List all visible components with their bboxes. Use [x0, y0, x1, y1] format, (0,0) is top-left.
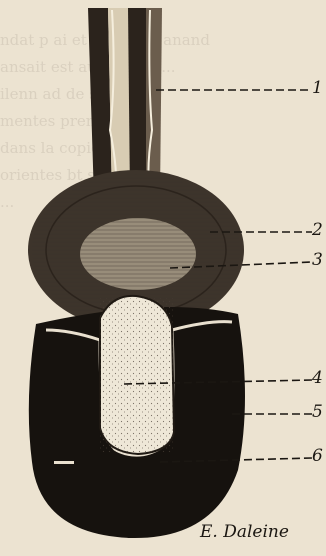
artist-signature: E. Daleine	[200, 522, 289, 542]
label-3: 3	[312, 252, 326, 269]
label-2: 2	[312, 222, 326, 239]
label-5: 5	[312, 404, 326, 421]
label-1: 1	[312, 80, 326, 97]
label-4: 4	[312, 370, 326, 387]
inner-body	[100, 296, 174, 454]
label-6: 6	[312, 448, 326, 465]
